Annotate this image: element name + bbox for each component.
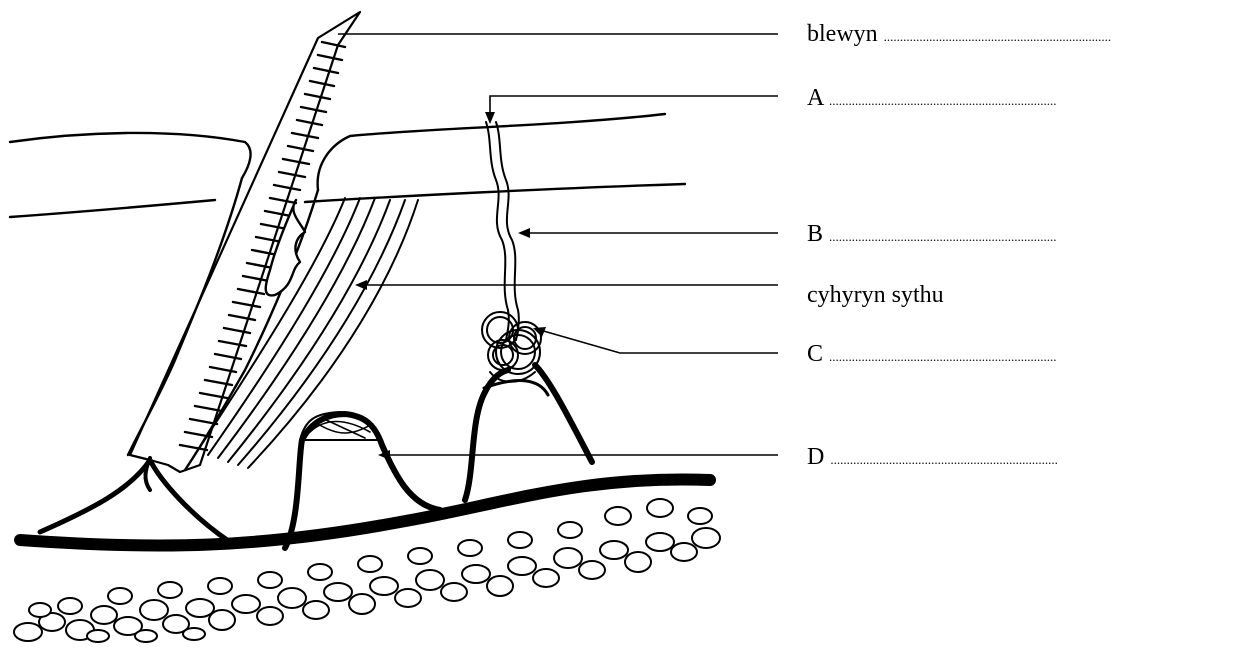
leader-c <box>540 330 778 353</box>
answer-line-b[interactable]: ........................................… <box>829 229 1057 244</box>
label-blewyn: blewyn .................................… <box>807 22 1111 46</box>
answer-line-d[interactable]: ........................................… <box>830 452 1058 467</box>
answer-line-a[interactable]: ........................................… <box>829 93 1057 108</box>
leader-lines <box>338 34 778 455</box>
arrowheads <box>355 112 546 460</box>
answer-line-blewyn[interactable]: ........................................… <box>884 29 1112 44</box>
label-b: B ......................................… <box>807 222 1057 246</box>
answer-line-c[interactable]: ........................................… <box>829 349 1057 364</box>
fat-cells <box>14 499 720 642</box>
label-d: D ......................................… <box>807 445 1058 469</box>
label-cyhyryn-sythu: cyhyryn sythu <box>807 283 944 307</box>
leader-a <box>490 96 778 118</box>
sweat-duct <box>486 122 519 340</box>
label-a: A ......................................… <box>807 86 1057 110</box>
epidermis-lines <box>10 114 685 217</box>
label-c: C ......................................… <box>807 342 1057 366</box>
sweat-gland <box>482 312 541 382</box>
